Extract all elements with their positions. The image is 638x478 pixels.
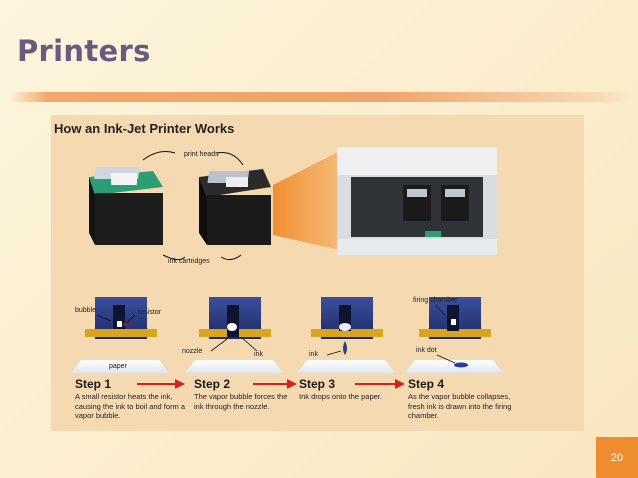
step3-description: Ink drops onto the paper. [299, 392, 382, 401]
step1-title: Step 1 [75, 377, 112, 391]
step3-print-head [311, 297, 383, 355]
label-ink-cartridges: ink cartridges [168, 258, 210, 265]
step2-print-head [199, 297, 271, 339]
ink-cartridges-arrow-right [220, 254, 242, 261]
step-arrows [137, 379, 405, 389]
slide-title: Printers [17, 34, 151, 68]
label-ink-dot: ink dot [416, 347, 437, 354]
step2-title: Step 2 [194, 377, 231, 391]
label-firing-chamber: firing chamber [413, 297, 458, 304]
zoom-beam [273, 149, 344, 251]
label-paper: paper [109, 363, 127, 370]
step1-print-head [85, 297, 157, 339]
label-nozzle: nozzle [182, 348, 203, 355]
paper-strips [71, 360, 503, 373]
step3-title: Step 3 [299, 377, 336, 391]
step1-description: A small resistor heats the ink, causing … [75, 392, 186, 420]
inkjet-figure: How an Ink-Jet Printer Works print heads… [51, 115, 584, 431]
step4-title: Step 4 [408, 377, 445, 391]
step4-print-head [419, 297, 491, 368]
label-resistor: resistor [138, 309, 161, 316]
black-ink-cartridge [199, 169, 271, 245]
printer-interior-photo [337, 147, 497, 255]
figure-title: How an Ink-Jet Printer Works [54, 121, 235, 136]
step4-description: As the vapor bubble collapses, fresh ink… [408, 392, 512, 420]
label-ink-step3: ink [309, 351, 318, 358]
title-underline [10, 92, 630, 102]
inkjet-illustration [71, 147, 503, 389]
label-bubble: bubble [75, 307, 97, 314]
color-ink-cartridge [89, 167, 163, 245]
step2-description: The vapor bubble forces the ink through … [194, 392, 288, 411]
label-print-heads: print heads [184, 151, 219, 158]
ink-cartridges-arrow-left [162, 254, 186, 261]
print-heads-arrow-right [216, 152, 244, 166]
page-number: 20 [596, 437, 638, 478]
label-ink-step2: ink [254, 351, 263, 358]
print-heads-arrow-left [142, 151, 176, 161]
